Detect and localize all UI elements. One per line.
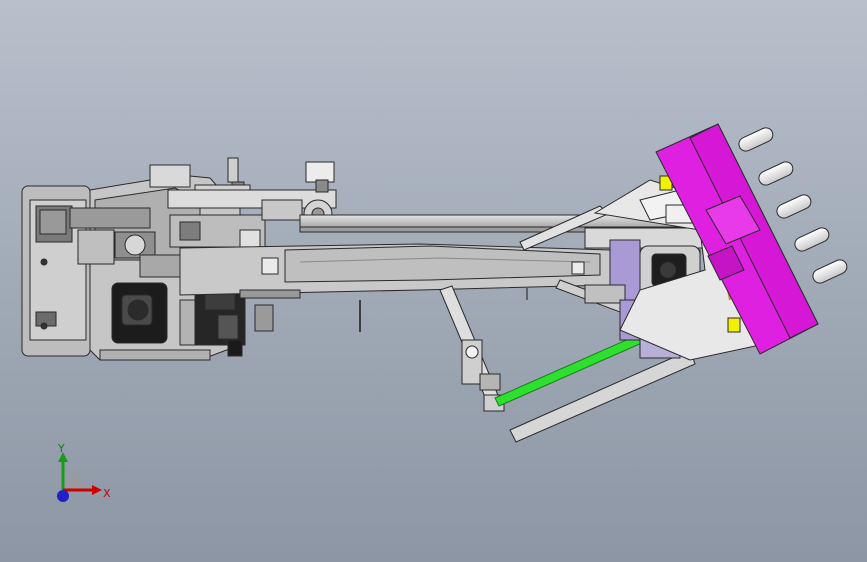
y-axis-label: Y	[58, 442, 65, 455]
base-assembly	[21, 157, 274, 361]
gripper-rods	[738, 127, 848, 284]
z-axis-dot	[57, 490, 69, 502]
triad-graphic	[57, 452, 102, 502]
main-boom	[179, 243, 611, 332]
x-axis-label: X	[103, 487, 111, 500]
upper-rod	[299, 214, 711, 233]
gripper-block	[655, 123, 819, 355]
axis-triad	[40, 436, 120, 516]
triad-plane-icon	[63, 473, 85, 490]
y-axis-arrowhead	[58, 452, 68, 462]
x-axis-arrowhead	[92, 485, 102, 495]
